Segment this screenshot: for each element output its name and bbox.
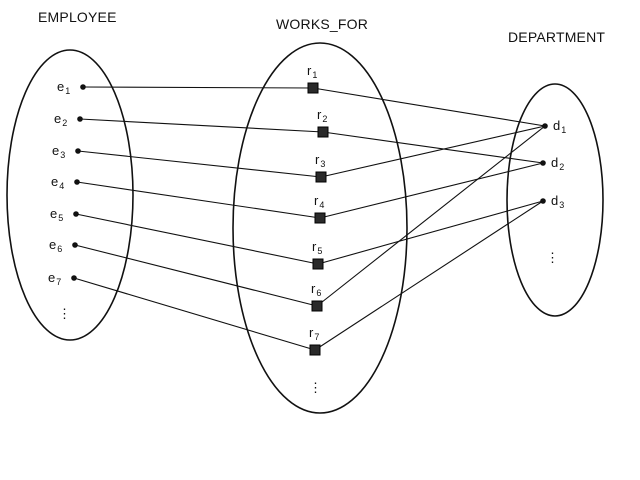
employee-set-title: EMPLOYEE <box>38 9 117 25</box>
employee-label-e3: e3 <box>52 143 65 160</box>
employee-label-e6: e6 <box>49 237 62 254</box>
employee-label-base: e <box>52 143 59 158</box>
relationship-label-subscript: 6 <box>316 288 321 298</box>
edge-e5-r5 <box>75 213 319 265</box>
relationship-label-subscript: 7 <box>314 332 319 342</box>
edge-r5-d3 <box>317 200 544 265</box>
employee-label-base: e <box>48 270 55 285</box>
employee-label-subscript: 5 <box>58 213 63 223</box>
employee-node-e4 <box>74 179 80 185</box>
relationship-label-r3: r3 <box>315 152 325 169</box>
department-label-subscript: 2 <box>559 162 564 172</box>
works-for-set-title: WORKS_FOR <box>276 16 368 32</box>
employee-continuation-dots: ⋮ <box>58 306 71 321</box>
employee-label-base: e <box>51 174 58 189</box>
relationship-label-r7: r7 <box>309 325 319 342</box>
edge-e7-r7 <box>73 277 316 351</box>
relationship-label-base: r <box>307 63 312 78</box>
relationship-label-subscript: 2 <box>322 114 327 124</box>
relationship-node-r4 <box>314 212 326 224</box>
edge-r1-d1 <box>312 87 546 127</box>
employee-node-e2 <box>77 116 83 122</box>
department-label-base: d <box>553 118 560 133</box>
relationship-label-subscript: 4 <box>319 200 324 210</box>
employee-label-e4: e4 <box>51 174 64 191</box>
employee-label-subscript: 6 <box>57 244 62 254</box>
edge-r4-d2 <box>319 162 544 219</box>
works-for-set-ellipse <box>232 42 408 414</box>
employee-label-subscript: 1 <box>65 86 70 96</box>
department-label-subscript: 1 <box>561 125 566 135</box>
employee-node-e1 <box>80 84 86 90</box>
department-set-ellipse <box>506 83 604 317</box>
relationship-node-r6 <box>311 300 323 312</box>
relationship-label-r6: r6 <box>311 281 321 298</box>
department-node-d3 <box>540 198 546 204</box>
department-label-d1: d1 <box>553 118 566 135</box>
relationship-label-r5: r5 <box>312 239 322 256</box>
employee-label-subscript: 3 <box>60 150 65 160</box>
department-node-d1 <box>542 123 548 129</box>
relationship-label-base: r <box>317 107 322 122</box>
relationship-node-r7 <box>309 344 321 356</box>
department-label-base: d <box>551 193 558 208</box>
edge-e3-r3 <box>77 150 322 178</box>
edge-e2-r2 <box>79 118 324 133</box>
relationship-label-subscript: 3 <box>320 159 325 169</box>
relationship-label-base: r <box>309 325 314 340</box>
relationship-label-r1: r1 <box>307 63 317 80</box>
relationship-node-r1 <box>307 82 319 94</box>
employee-label-e5: e5 <box>50 206 63 223</box>
relationship-label-base: r <box>311 281 316 296</box>
employee-set-ellipse <box>6 49 134 341</box>
employee-node-e3 <box>75 148 81 154</box>
employee-label-subscript: 4 <box>59 181 64 191</box>
relationship-label-base: r <box>315 152 320 167</box>
edge-e6-r6 <box>74 244 318 307</box>
relationship-label-r4: r4 <box>314 193 324 210</box>
edge-r6-d1 <box>316 125 546 307</box>
relationship-continuation-dots: ⋮ <box>309 380 322 395</box>
relationship-label-subscript: 1 <box>312 70 317 80</box>
edge-e4-r4 <box>76 181 321 219</box>
edge-r2-d2 <box>322 131 544 164</box>
edge-e1-r1 <box>82 86 314 89</box>
relationship-label-r2: r2 <box>317 107 327 124</box>
department-label-d2: d2 <box>551 155 564 172</box>
employee-label-base: e <box>49 237 56 252</box>
department-continuation-dots: ⋮ <box>546 250 559 265</box>
relationship-node-r2 <box>317 126 329 138</box>
employee-node-e5 <box>73 211 79 217</box>
relationship-label-subscript: 5 <box>317 246 322 256</box>
department-label-base: d <box>551 155 558 170</box>
relationship-node-r5 <box>312 258 324 270</box>
employee-label-base: e <box>57 79 64 94</box>
employee-label-e2: e2 <box>54 111 67 128</box>
employee-label-e1: e1 <box>57 79 70 96</box>
relationship-label-base: r <box>312 239 317 254</box>
department-label-d3: d3 <box>551 193 564 210</box>
edges-layer <box>73 86 546 351</box>
employee-node-e6 <box>72 242 78 248</box>
employee-label-subscript: 2 <box>62 118 67 128</box>
edge-r7-d3 <box>314 200 544 351</box>
employee-label-subscript: 7 <box>56 277 61 287</box>
department-set-title: DEPARTMENT <box>508 29 605 45</box>
employee-label-e7: e7 <box>48 270 61 287</box>
department-node-d2 <box>540 160 546 166</box>
edge-r3-d1 <box>320 125 546 178</box>
department-label-subscript: 3 <box>559 200 564 210</box>
employee-label-base: e <box>50 206 57 221</box>
relationship-node-r3 <box>315 171 327 183</box>
relationship-label-base: r <box>314 193 319 208</box>
employee-node-e7 <box>71 275 77 281</box>
employee-label-base: e <box>54 111 61 126</box>
